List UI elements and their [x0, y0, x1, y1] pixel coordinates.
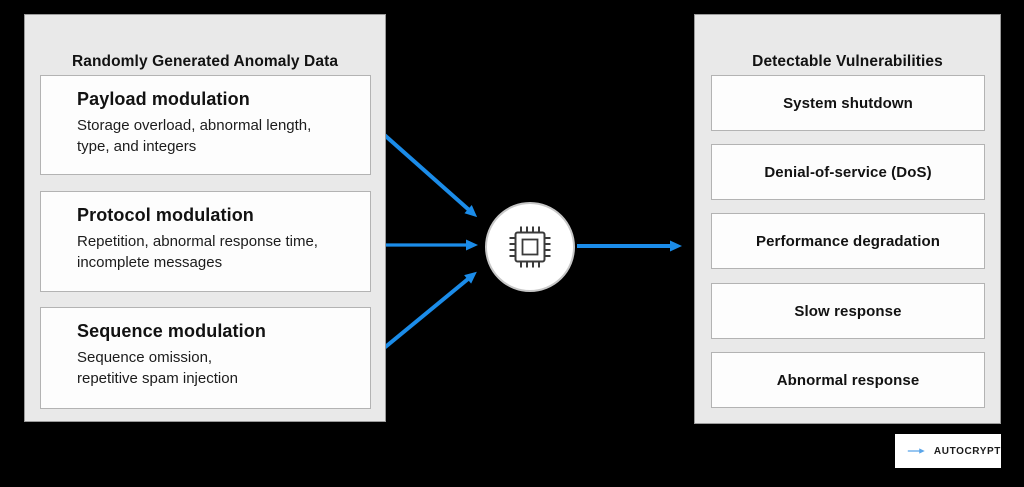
anomaly-box-desc-line: repetitive spam injection [77, 370, 238, 387]
chip-icon [509, 226, 551, 268]
anomaly-data-panel: Randomly Generated Anomaly Data Payload … [24, 14, 386, 422]
vulnerability-box: Performance degradation [711, 213, 985, 269]
anomaly-box-title: Sequence modulation [77, 321, 266, 341]
anomaly-box-title: Payload modulation [77, 89, 250, 109]
anomaly-box-desc-line: incomplete messages [77, 254, 223, 271]
logo-arrow-icon [907, 448, 925, 454]
vulnerabilities-panel-title: Detectable Vulnerabilities [752, 53, 943, 70]
vulnerabilities-panel: Detectable Vulnerabilities System shutdo… [694, 14, 1001, 424]
detection-engine-node [485, 202, 575, 292]
anomaly-box-desc-line: type, and integers [77, 138, 197, 155]
anomaly-box-desc-line: Sequence omission, [77, 349, 213, 366]
arrow-sequence-to-engine [370, 271, 477, 360]
vulnerability-box: Denial-of-service (DoS) [711, 144, 985, 200]
anomaly-box-desc-line: Storage overload, abnormal length, [77, 117, 312, 134]
arrow-payload-to-engine [370, 122, 478, 218]
anomaly-box-payload: Payload modulation Storage overload, abn… [40, 75, 371, 175]
anomaly-box-sequence: Sequence modulation Sequence omission, r… [40, 307, 371, 409]
anomaly-panel-title: Randomly Generated Anomaly Data [71, 53, 339, 70]
anomaly-box-desc-line: Repetition, abnormal response time, [77, 233, 318, 250]
vulnerability-box: Slow response [711, 283, 985, 339]
logo-text: AUTOCRYPT [933, 445, 1001, 457]
vulnerability-box: System shutdown [711, 75, 985, 131]
anomaly-box-title: Protocol modulation [77, 205, 254, 225]
anomaly-box-protocol: Protocol modulation Repetition, abnormal… [40, 191, 371, 292]
vulnerability-box: Abnormal response [711, 352, 985, 408]
autocrypt-logo: AUTOCRYPT [895, 434, 1001, 468]
